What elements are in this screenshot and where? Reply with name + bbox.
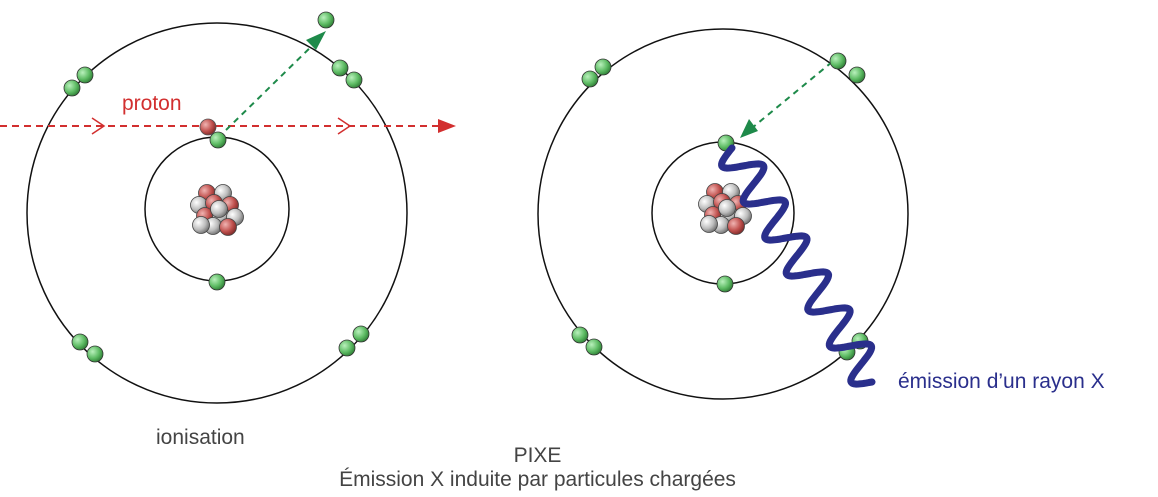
electron (716, 275, 734, 293)
caption: PIXE Émission X induite par particules c… (0, 444, 1075, 492)
electron (208, 273, 226, 291)
electron-transition-path (740, 61, 833, 138)
ejected-electron (317, 11, 335, 29)
proton-path-arrowhead (438, 119, 456, 133)
ejected-electron-arrowhead (306, 31, 326, 50)
electron (829, 52, 847, 70)
electron (848, 66, 866, 84)
nucleus-proton (727, 217, 745, 235)
electron (331, 59, 349, 77)
right-outer-orbit (537, 28, 909, 400)
left-outer-orbit (26, 22, 408, 404)
electron (594, 58, 612, 76)
proton-path-chevron (337, 117, 352, 135)
nucleus-neutron (210, 200, 228, 218)
electron (585, 338, 603, 356)
ionisation-label: ionisation (156, 426, 245, 449)
left-atom (0, 11, 456, 404)
nucleus-neutron (700, 215, 718, 233)
electron (71, 333, 89, 351)
proton-label: proton (122, 92, 182, 115)
electron (76, 66, 94, 84)
left-nucleus (190, 184, 244, 236)
electron (209, 131, 227, 149)
electron-transition-arrowhead (740, 119, 758, 138)
electron (571, 326, 589, 344)
right-nucleus (698, 183, 752, 235)
diagram-subtitle: Émission X induite par particules chargé… (339, 468, 736, 491)
electron (338, 339, 356, 357)
nucleus-neutron (718, 199, 736, 217)
nucleus-neutron (192, 216, 210, 234)
xray-emission-label: émission d’un rayon X (898, 370, 1105, 393)
proton-path-chevron (91, 117, 106, 135)
electron (345, 71, 363, 89)
right-atom (537, 28, 909, 400)
proton-particle (199, 118, 217, 136)
xray-wave (718, 144, 876, 388)
electron (63, 79, 81, 97)
proton-path (0, 117, 456, 135)
electron (352, 325, 370, 343)
electron (581, 70, 599, 88)
nucleus-proton (219, 218, 237, 236)
ejected-electron-path (225, 31, 326, 131)
diagram-title: PIXE (513, 444, 562, 467)
electron (86, 345, 104, 363)
